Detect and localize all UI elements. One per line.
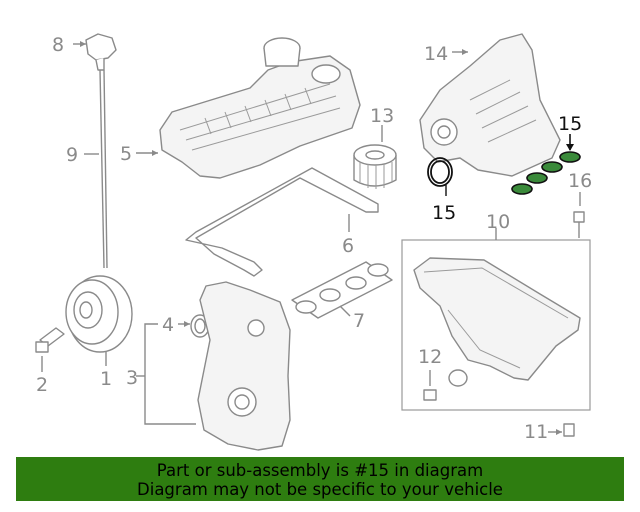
oil-pan-part[interactable]	[413, 257, 581, 381]
banner-line-2: Diagram may not be specific to your vehi…	[137, 480, 503, 499]
oil-filter-part[interactable]	[353, 144, 397, 189]
banner-line-1: Part or sub-assembly is #15 in diagram	[156, 461, 484, 480]
callout-12: 12	[418, 346, 442, 368]
diagram-notice-banner: Part or sub-assembly is #15 in diagram D…	[16, 457, 624, 501]
drain-plug-part[interactable]	[423, 369, 468, 401]
bolt-part-16[interactable]	[573, 211, 585, 238]
engine-parts-diagram: 8 9 5 13 6 7 14 15 15 16 10 12 11 1 2 3 …	[35, 33, 592, 451]
valve-cover-part[interactable]	[159, 37, 361, 179]
callout-15-top: 15	[558, 113, 582, 135]
intake-manifold-part[interactable]	[419, 33, 561, 177]
callout-6: 6	[342, 235, 354, 257]
valve-cover-gasket-part[interactable]	[185, 167, 379, 277]
callout-14: 14	[424, 43, 448, 65]
callout-7: 7	[353, 310, 365, 332]
intake-seal-highlighted[interactable]	[427, 151, 581, 195]
crankshaft-pulley-part[interactable]	[65, 275, 133, 353]
callout-9: 9	[66, 144, 78, 166]
callout-11: 11	[524, 421, 548, 443]
callout-2: 2	[36, 374, 48, 396]
callout-3: 3	[126, 367, 138, 389]
callout-8: 8	[52, 34, 64, 56]
pulley-bolt-part[interactable]	[35, 327, 65, 353]
dipstick-part[interactable]	[85, 33, 117, 269]
callout-5: 5	[120, 143, 132, 165]
callout-1: 1	[100, 368, 112, 390]
bolt-part-11[interactable]	[563, 423, 575, 437]
callout-4: 4	[162, 314, 174, 336]
callout-10: 10	[486, 211, 510, 233]
callout-15-bottom: 15	[432, 202, 456, 224]
callout-13: 13	[370, 105, 394, 127]
timing-cover-part[interactable]	[197, 281, 291, 451]
seal-set-part[interactable]	[291, 261, 393, 319]
callout-16: 16	[568, 170, 592, 192]
